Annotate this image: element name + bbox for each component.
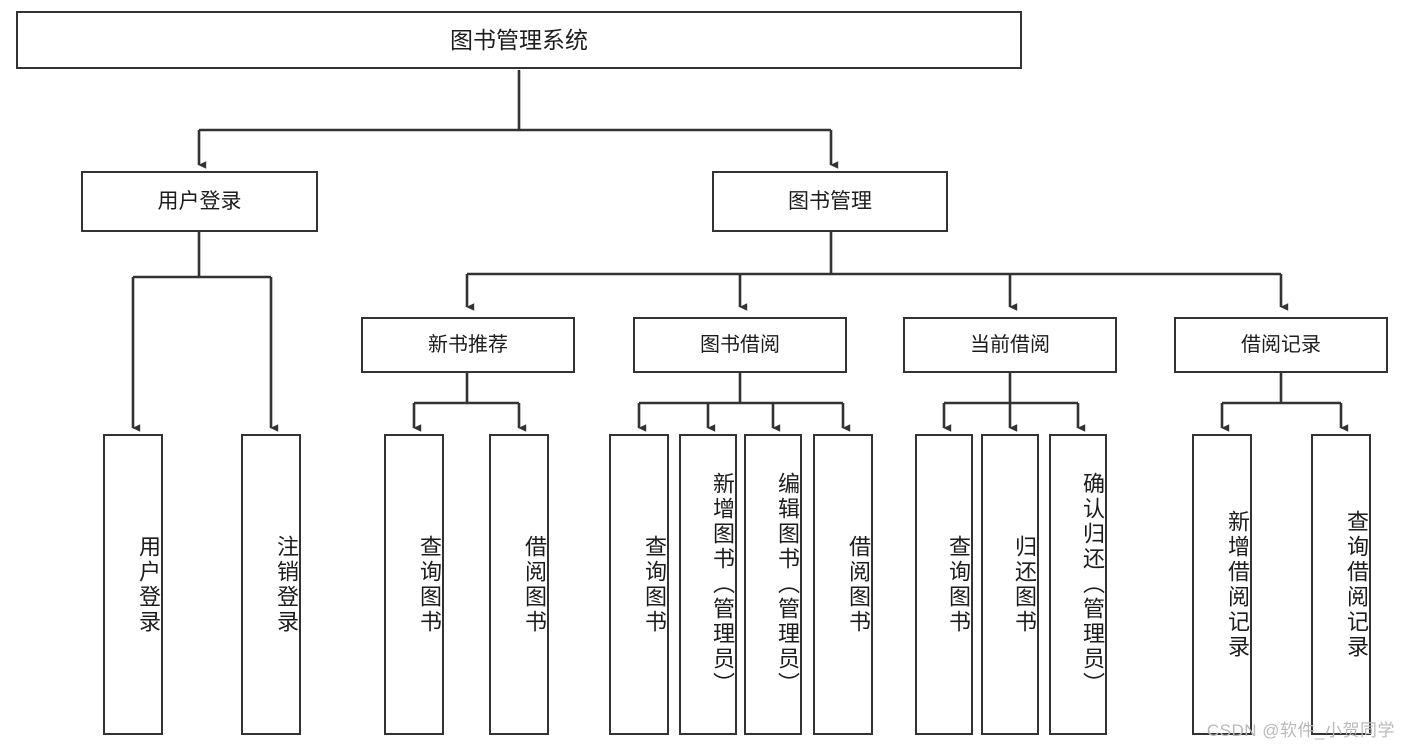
leaf-user-login-logout[interactable]: 注销登录: [241, 434, 301, 735]
node-new-book-recommend[interactable]: 新书推荐: [361, 317, 575, 373]
node-label: 查询借阅记录: [1344, 509, 1369, 660]
node-borrow-records[interactable]: 借阅记录: [1174, 317, 1388, 373]
node-label: 用户登录: [136, 534, 161, 635]
node-book-borrow[interactable]: 图书借阅: [633, 317, 847, 373]
watermark: CSDN @软件_小贺同学: [1206, 721, 1395, 740]
node-label: 新增借阅记录: [1225, 509, 1250, 660]
node-label: 图书管理系统: [450, 26, 588, 53]
node-label: 查询图书: [642, 534, 667, 635]
leaf-recommend-query-book[interactable]: 查询图书: [384, 434, 444, 735]
node-book-management[interactable]: 图书管理: [712, 171, 948, 232]
node-label: 借阅图书: [522, 534, 547, 635]
leaf-current-confirm-return-admin[interactable]: 确认归还（管理员）: [1049, 434, 1107, 735]
leaf-recommend-borrow-book[interactable]: 借阅图书: [489, 434, 549, 735]
node-label: 当前借阅: [970, 333, 1050, 356]
leaf-records-add-record[interactable]: 新增借阅记录: [1192, 434, 1252, 735]
node-label: 查询图书: [417, 534, 442, 635]
leaf-borrow-add-book-admin[interactable]: 新增图书（管理员）: [679, 434, 737, 735]
node-label: 新书推荐: [428, 333, 508, 356]
node-label: 用户登录: [157, 189, 242, 213]
node-label: 编辑图书（管理员）: [775, 472, 800, 697]
leaf-current-return-book[interactable]: 归还图书: [981, 434, 1039, 735]
leaf-borrow-query-book[interactable]: 查询图书: [609, 434, 669, 735]
node-root-system[interactable]: 图书管理系统: [16, 11, 1022, 69]
node-label: 确认归还（管理员）: [1080, 472, 1105, 697]
node-label: 新增图书（管理员）: [710, 472, 735, 697]
node-label: 查询图书: [946, 534, 971, 635]
node-label: 归还图书: [1012, 534, 1037, 635]
node-current-borrow[interactable]: 当前借阅: [903, 317, 1117, 373]
leaf-borrow-edit-book-admin[interactable]: 编辑图书（管理员）: [744, 434, 802, 735]
leaf-borrow-borrow-book[interactable]: 借阅图书: [813, 434, 873, 735]
leaf-user-login-login[interactable]: 用户登录: [103, 434, 163, 735]
leaf-current-query-book[interactable]: 查询图书: [915, 434, 973, 735]
node-label: 图书管理: [788, 189, 872, 213]
node-label: 借阅记录: [1241, 333, 1321, 356]
node-label: 注销登录: [274, 534, 299, 635]
node-label: 借阅图书: [846, 534, 871, 635]
node-user-login[interactable]: 用户登录: [81, 171, 318, 232]
leaf-records-query-record[interactable]: 查询借阅记录: [1311, 434, 1371, 735]
node-label: 图书借阅: [700, 333, 780, 356]
